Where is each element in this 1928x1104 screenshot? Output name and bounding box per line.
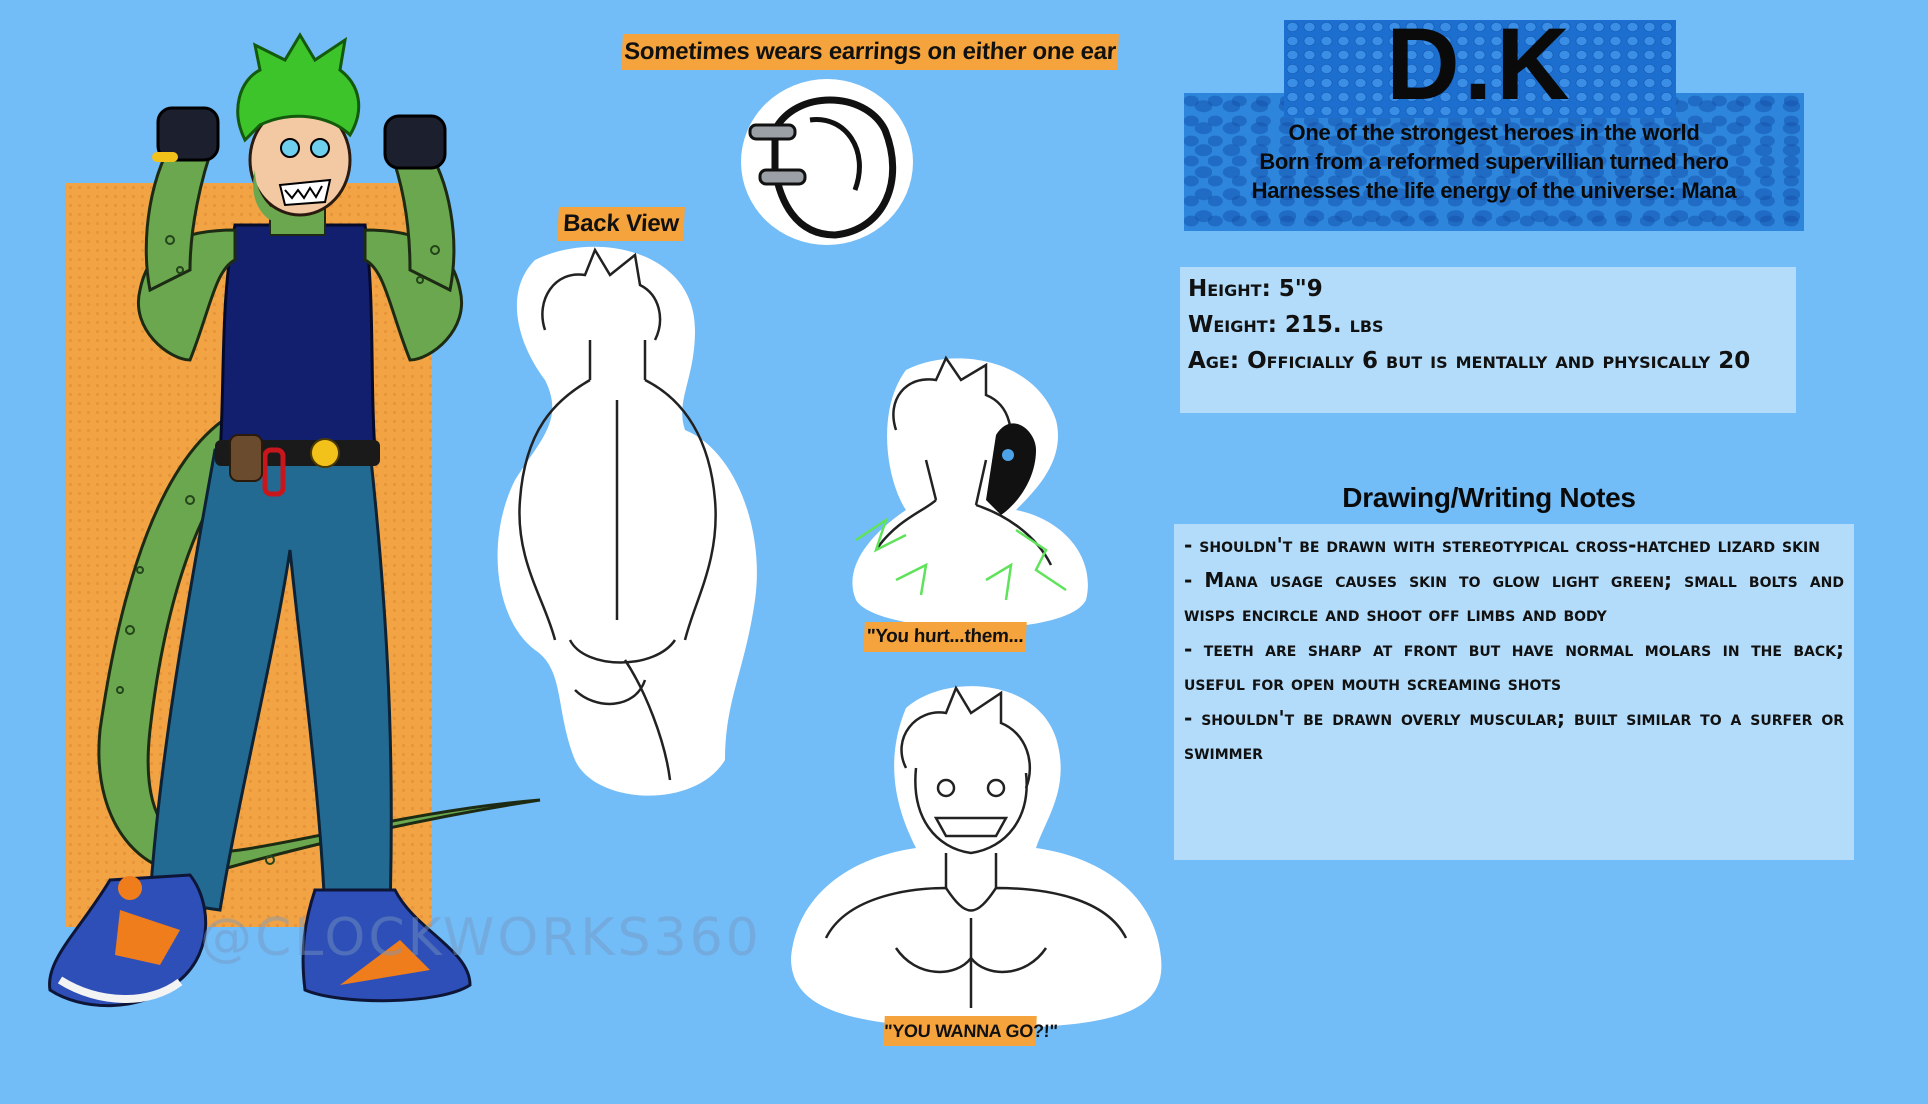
earring-sketch xyxy=(741,79,913,245)
mana-glow-sketch xyxy=(852,355,1088,629)
quote-hurt-label: "You hurt...them... xyxy=(863,622,1027,652)
stat-weight: Weight: 215. lbs xyxy=(1188,312,1384,338)
back-view-sketch xyxy=(497,246,757,796)
quote-wanna-go-label: "YOU WANNA GO?!" xyxy=(883,1016,1058,1046)
note-item: - shouldn't be drawn overly muscular; bu… xyxy=(1184,705,1844,765)
notes-heading: Drawing/Writing Notes xyxy=(1342,482,1636,513)
note-item: - Mana usage causes skin to glow light g… xyxy=(1184,567,1844,627)
stat-height: Height: 5"9 xyxy=(1188,276,1323,302)
earrings-label: Sometimes wears earrings on either one e… xyxy=(621,34,1119,70)
artist-watermark: @CLOCKWORKS360 xyxy=(200,908,762,968)
description-line: One of the strongest heroes in the world xyxy=(1288,120,1700,145)
drawing-notes-panel: - shouldn't be drawn with stereotypical … xyxy=(1174,524,1854,860)
note-item: - shouldn't be drawn with stereotypical … xyxy=(1184,533,1820,557)
description-line: Born from a reformed supervillian turned… xyxy=(1259,149,1729,174)
stat-age: Age: Officially 6 but is mentally and ph… xyxy=(1188,348,1751,374)
character-full-illustration xyxy=(48,32,541,1008)
back-view-label: Back View xyxy=(557,207,685,241)
character-stats-panel: Height: 5"9 Weight: 215. lbs Age: Offici… xyxy=(1180,267,1796,413)
character-name-title: D.K xyxy=(1386,7,1574,121)
description-line: Harnesses the life energy of the univers… xyxy=(1251,178,1737,203)
title-scale-pattern xyxy=(1284,20,1676,118)
front-bust-sketch xyxy=(791,685,1162,1028)
note-item: - teeth are sharp at front but have norm… xyxy=(1184,636,1844,696)
character-description: One of the strongest heroes in the world… xyxy=(1184,118,1804,205)
